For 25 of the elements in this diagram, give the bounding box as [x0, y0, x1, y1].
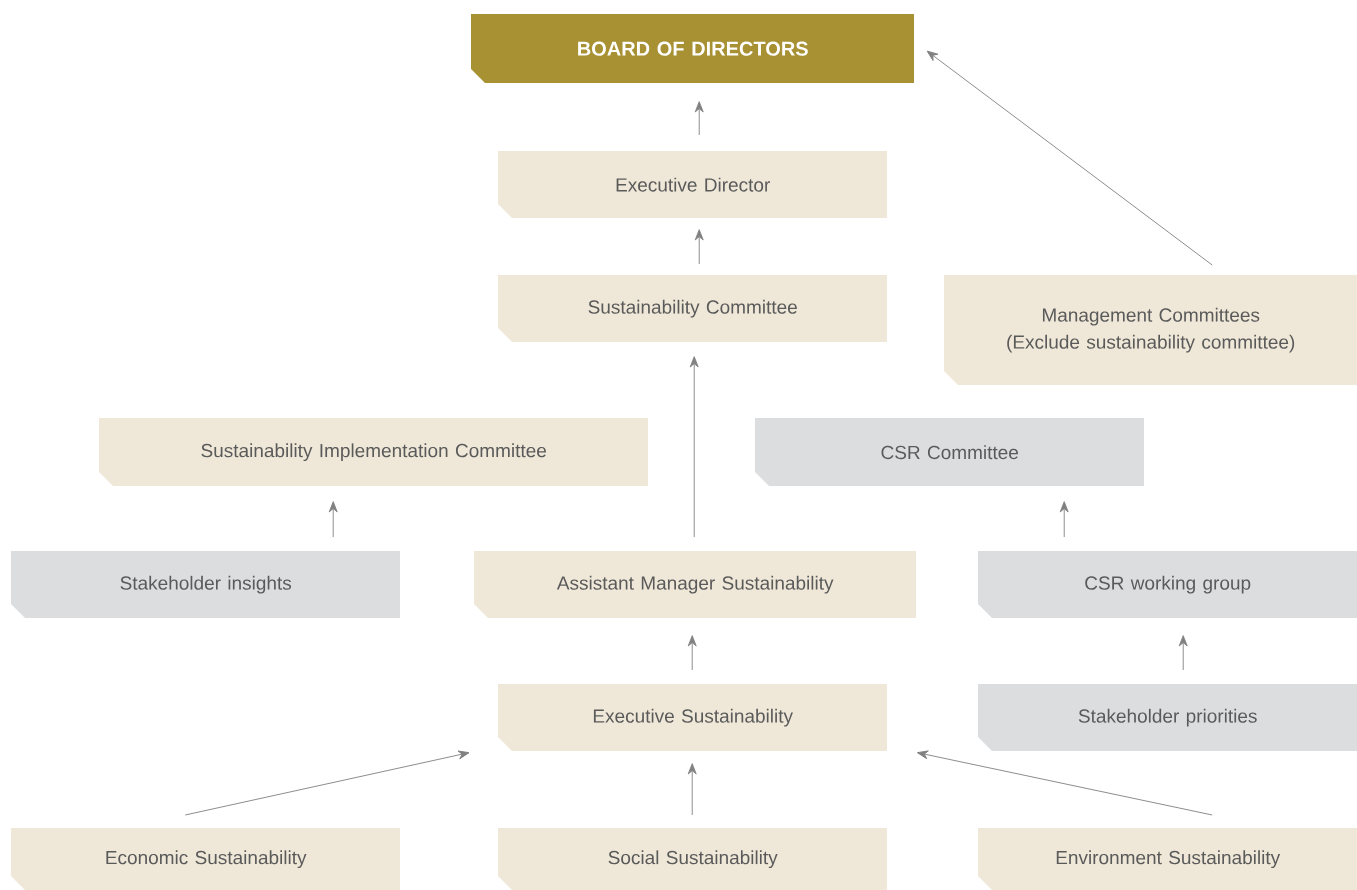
process-box: Sustainability Implementation Committee — [99, 418, 648, 486]
arrow — [687, 763, 697, 816]
title-box: BOARD OF DIRECTORS — [471, 14, 914, 83]
process-box: CSR Committee — [755, 418, 1144, 486]
process-box: Executive Director — [498, 151, 887, 218]
arrow — [926, 50, 1213, 266]
process-box: Social Sustainability — [498, 828, 887, 890]
process-box: Sustainability Committee — [498, 275, 887, 342]
process-box: Environment Sustainability — [978, 828, 1357, 890]
arrow — [687, 635, 697, 671]
process-box: Stakeholder insights — [11, 551, 400, 618]
arrow — [694, 229, 704, 265]
process-box: Executive Sustainability — [498, 684, 887, 751]
process-box: Stakeholder priorities — [978, 684, 1357, 751]
arrow — [328, 501, 338, 538]
process-box: Economic Sustainability — [11, 828, 400, 890]
process-box: Assistant Manager Sustainability — [474, 551, 916, 618]
process-box: CSR working group — [978, 551, 1357, 618]
arrow — [1059, 501, 1069, 538]
arrow — [694, 101, 704, 136]
arrow — [689, 356, 699, 538]
arrow — [1178, 635, 1188, 671]
arrow — [917, 750, 1213, 816]
process-box: Management Committees (Exclude sustainability committee) — [944, 275, 1357, 385]
arrow — [184, 750, 470, 816]
